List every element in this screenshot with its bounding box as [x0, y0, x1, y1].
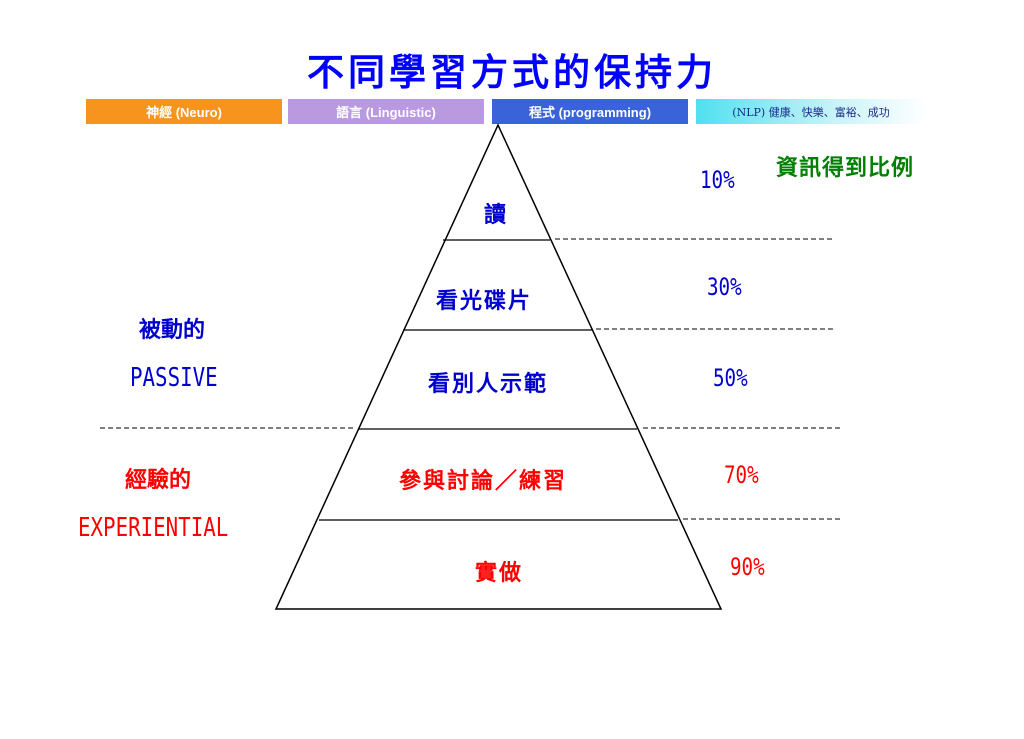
- percent-practice: 90%: [730, 553, 765, 581]
- experiential-label-en: EXPERIENTIAL: [78, 513, 229, 543]
- pyramid-outline: [274, 123, 723, 610]
- tab-linguistic: 語言 (Linguistic): [288, 99, 484, 124]
- percent-demo: 50%: [713, 364, 748, 392]
- tab-programming: 程式 (programming): [492, 99, 688, 124]
- tab-neuro-label: 神經 (Neuro): [146, 105, 222, 120]
- passive-label-en: PASSIVE: [130, 363, 218, 393]
- level-label-demo: 看別人示範: [428, 371, 549, 397]
- percent-read: 10%: [700, 166, 735, 194]
- level-label-video: 看光碟片: [436, 288, 533, 314]
- experiential-label-zh: 經驗的: [125, 467, 192, 493]
- passive-label-zh: 被動的: [139, 317, 206, 343]
- percent-video: 30%: [707, 273, 742, 301]
- retention-header: 資訊得到比例: [776, 155, 915, 181]
- level-label-read: 讀: [484, 202, 509, 228]
- page-title: 不同學習方式的保持力: [307, 50, 717, 94]
- percent-discussion: 70%: [724, 461, 759, 489]
- tab-nlp: (NLP) 健康、快樂、富裕、成功: [696, 99, 926, 124]
- tab-linguistic-label: 語言 (Linguistic): [336, 105, 436, 120]
- tab-neuro: 神經 (Neuro): [86, 99, 282, 124]
- tab-nlp-label: (NLP) 健康、快樂、富裕、成功: [732, 105, 890, 119]
- level-label-practice: 實做: [475, 560, 524, 586]
- level-label-discussion: 參與討論／練習: [399, 468, 568, 494]
- tab-programming-label: 程式 (programming): [528, 105, 652, 120]
